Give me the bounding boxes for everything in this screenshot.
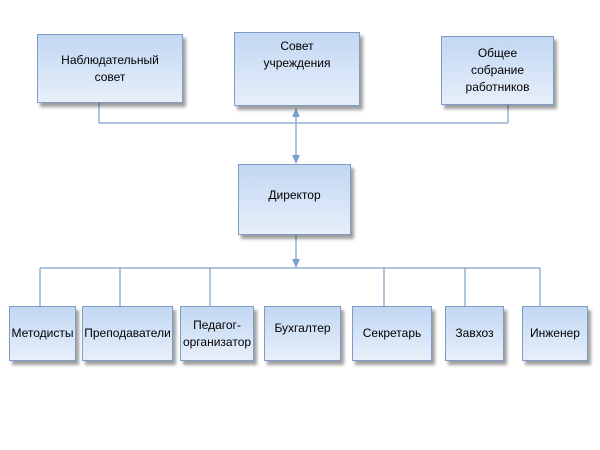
node-teachers: Преподаватели [82, 306, 173, 361]
node-secretary-label: Секретарь [362, 326, 422, 340]
node-director-label: Директор [268, 188, 321, 202]
node-methodists: Методисты [9, 306, 76, 361]
node-institution-council: Совет учреждения [234, 32, 360, 106]
node-director: Директор [238, 164, 351, 235]
node-secretary: Секретарь [352, 306, 432, 361]
node-pedagogue-organizer-label: Педагог- организатор [182, 317, 252, 349]
node-pedagogue-organizer: Педагог- организатор [180, 306, 254, 361]
node-supply-manager: Завхоз [445, 306, 504, 361]
node-teachers-label: Преподаватели [84, 326, 171, 340]
node-general-meeting-label: Общее собрание работников [465, 46, 530, 94]
node-institution-council-label: Совет учреждения [263, 39, 331, 70]
node-supply-manager-label: Завхоз [455, 326, 494, 340]
node-methodists-label: Методисты [11, 326, 74, 340]
node-engineer-label: Инженер [530, 326, 580, 340]
node-general-meeting: Общее собрание работников [441, 36, 554, 105]
node-accountant-label: Бухгалтер [274, 321, 331, 335]
node-supervisory-board-label: Наблюдательный совет [61, 52, 159, 84]
node-accountant: Бухгалтер [264, 306, 341, 361]
node-engineer: Инженер [522, 306, 588, 361]
node-supervisory-board: Наблюдательный совет [37, 34, 183, 103]
